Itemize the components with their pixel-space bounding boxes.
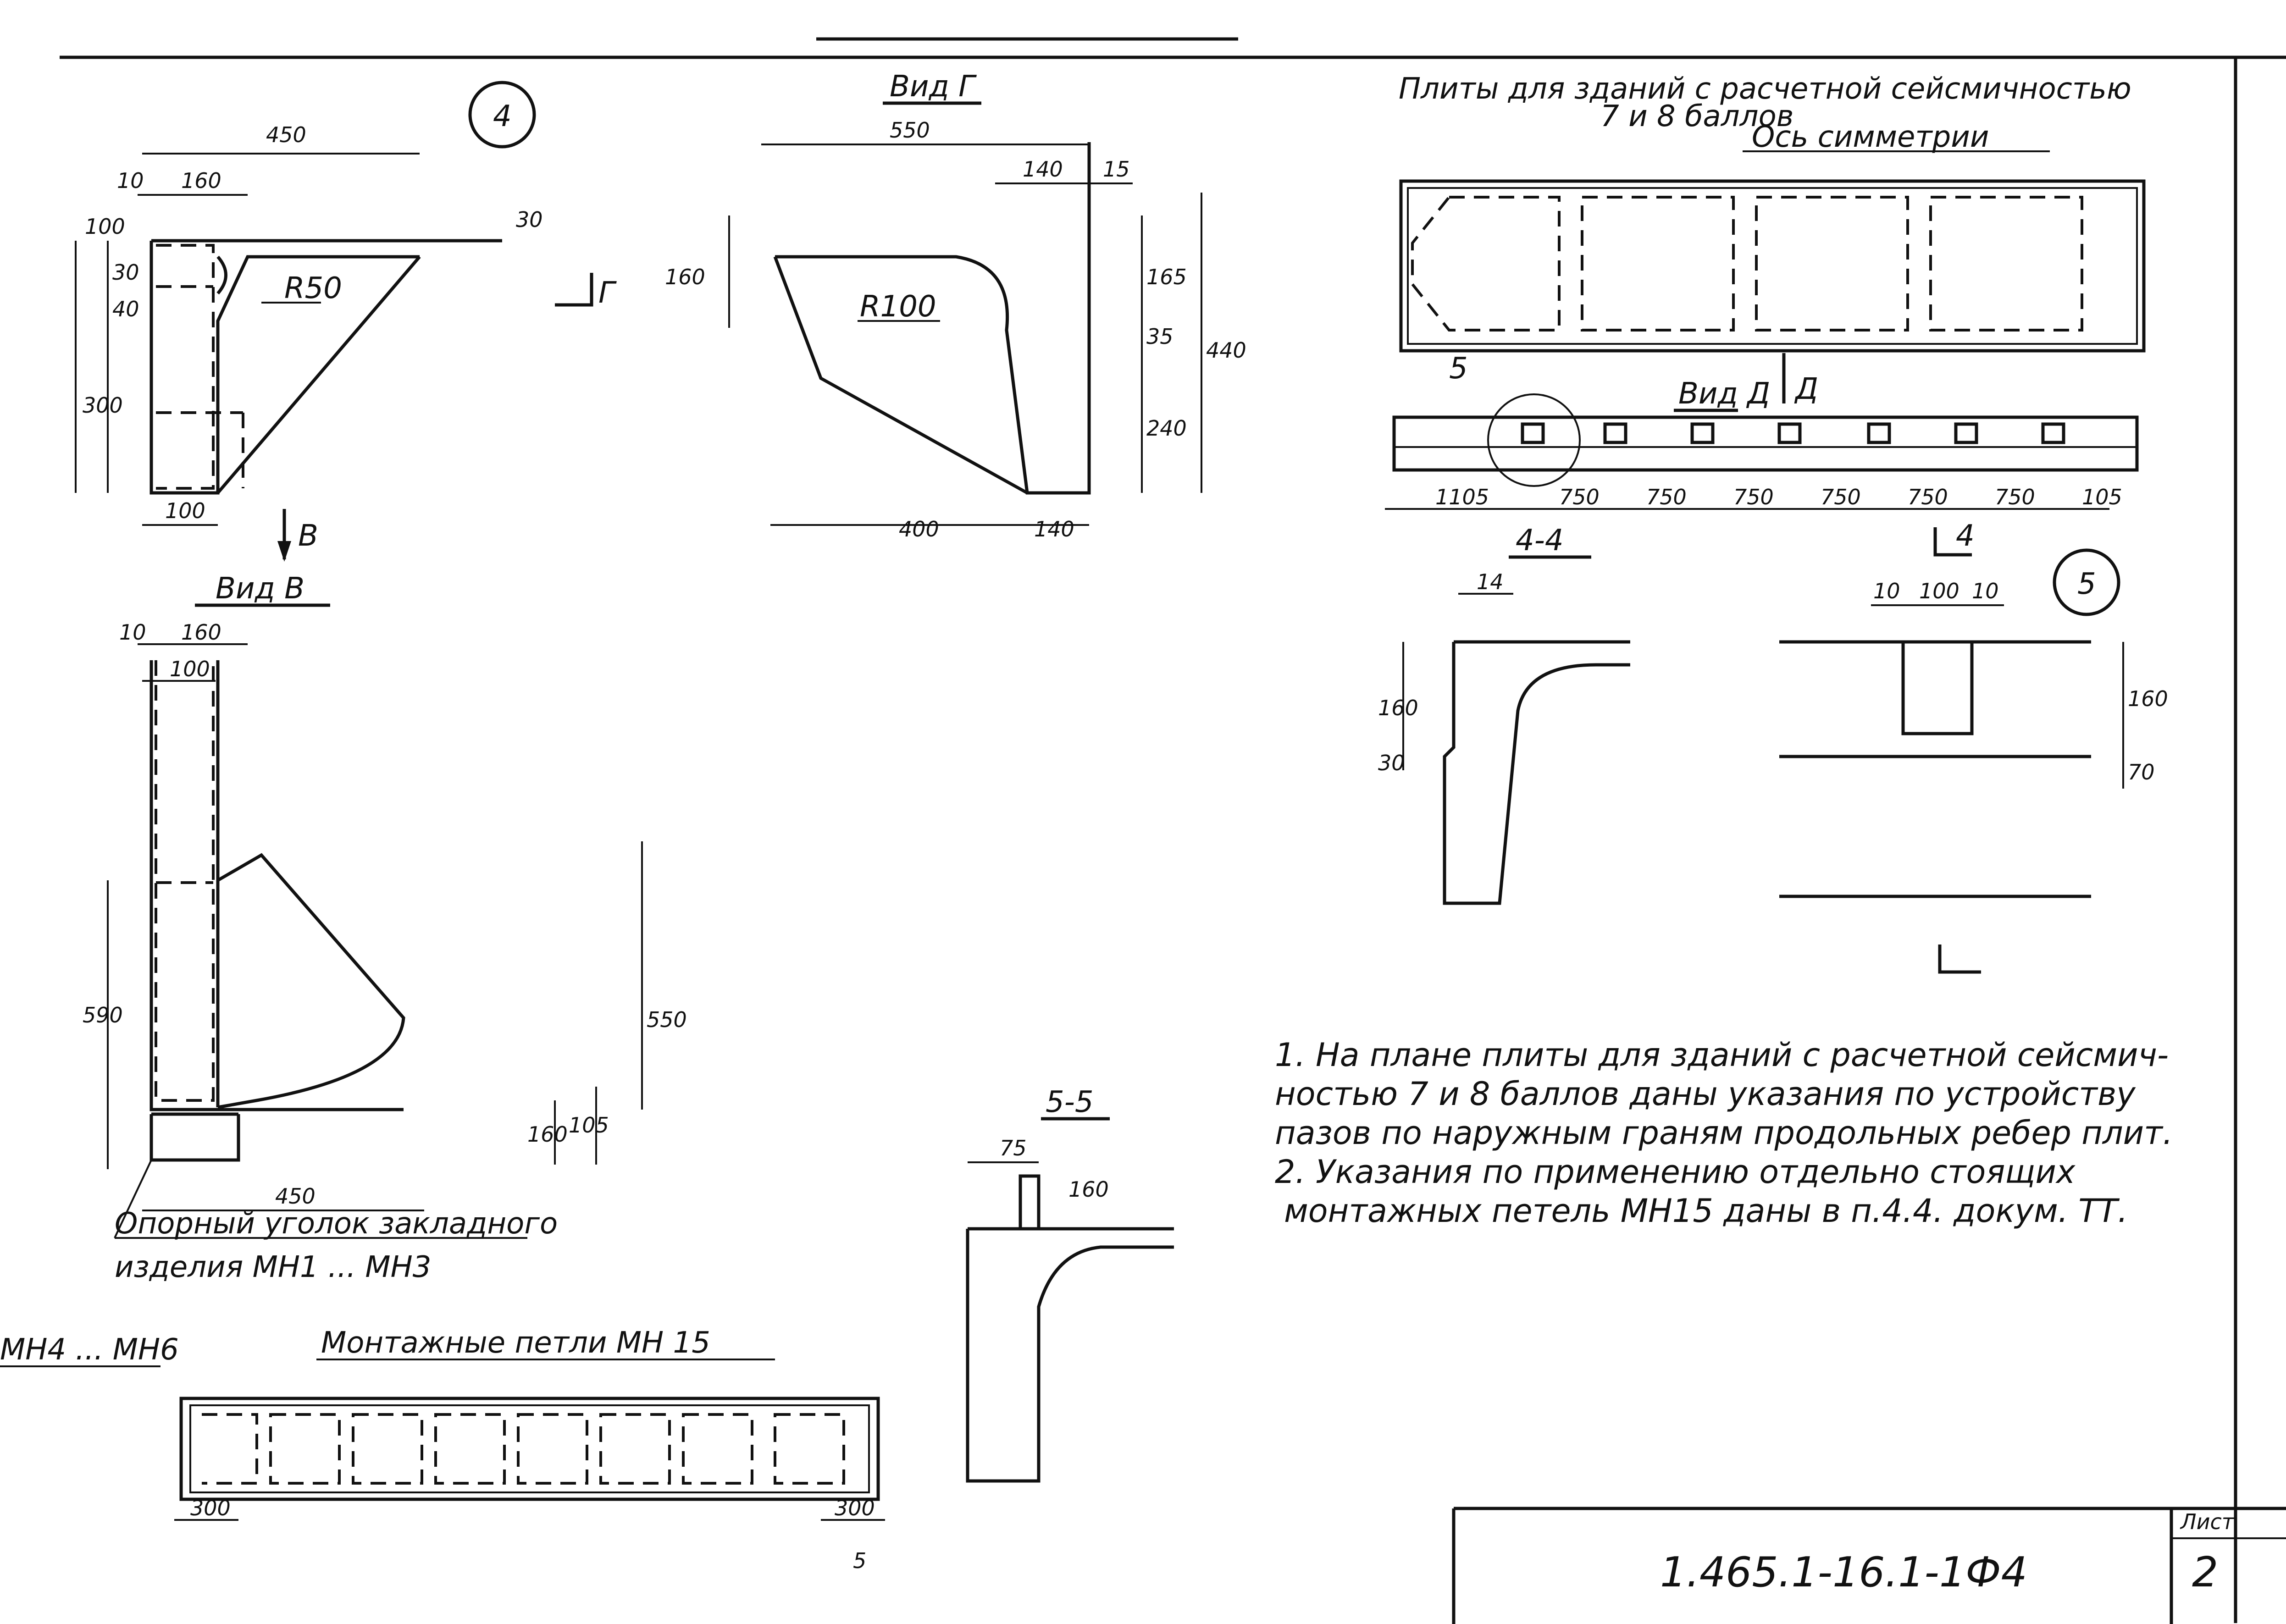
notes: 1. На плане плиты для зданий с расчетной… xyxy=(1275,1036,2173,1230)
dim: 590 xyxy=(83,1003,123,1027)
dim: 160 xyxy=(1068,1177,1109,1202)
dim: 750 xyxy=(1908,485,1948,509)
view-g: Вид Г 550 140 15 160 R100 165 35 240 440… xyxy=(665,70,1246,541)
dim: 750 xyxy=(1733,485,1774,509)
detail-5-number: 5 xyxy=(2077,567,2096,601)
note-1-line2: ностью 7 и 8 баллов даны указания по уст… xyxy=(1275,1075,2136,1113)
dim: 165 xyxy=(1146,265,1187,289)
dim: 75 xyxy=(1000,1136,1027,1160)
view-arrow-d: Д xyxy=(1794,372,1818,406)
dim: 300 xyxy=(190,1496,231,1520)
dim: 10 xyxy=(1873,579,1900,603)
dim: 10 xyxy=(117,168,144,193)
dim: 160 xyxy=(665,265,705,289)
plan-title-line2: 7 и 8 баллов xyxy=(1600,99,1793,133)
dim: 30 xyxy=(112,260,139,285)
support-angle-callout: Опорный уголок закладного xyxy=(115,1207,558,1241)
dim: 160 xyxy=(527,1122,568,1147)
dim: 440 xyxy=(1206,338,1246,363)
view-arrow-v: В xyxy=(298,519,318,553)
dim: 750 xyxy=(1821,485,1861,509)
dim: 300 xyxy=(83,393,123,418)
dim: 550 xyxy=(890,118,930,143)
plan-title-line3: Ось симметрии xyxy=(1752,120,1989,154)
dim: 1105 xyxy=(1435,485,1489,509)
dim: 750 xyxy=(1559,485,1600,509)
view-d-title: Вид Д xyxy=(1678,377,1770,411)
dim: 10 xyxy=(1972,579,1999,603)
dim: 550 xyxy=(647,1007,687,1032)
dim: 30 xyxy=(516,207,543,232)
section-4-4: 14 160 30 xyxy=(1378,569,1630,905)
dim: 70 xyxy=(2128,760,2155,784)
section-5-5-title: 5-5 xyxy=(1046,1085,1094,1119)
bottom-plate-plan: МН4 ... МН6 Монтажные петли МН 15 300 30… xyxy=(0,1326,885,1573)
dim: 15 xyxy=(1103,157,1130,182)
dim: 750 xyxy=(1646,485,1687,509)
detail-4-view: 4 450 10 160 30 100 30 40 300 R50 100 Г … xyxy=(75,81,617,562)
dim: 160 xyxy=(1378,696,1418,720)
mounting-loops-callout: Монтажные петли МН 15 xyxy=(321,1326,710,1360)
dim: 35 xyxy=(1146,324,1173,349)
left-ref-callout: МН4 ... МН6 xyxy=(0,1333,179,1367)
cut-4-mark: 4 xyxy=(1956,519,1975,553)
detail-4-number: 4 xyxy=(493,99,512,133)
dim: 14 xyxy=(1477,569,1504,594)
radius-label: R50 xyxy=(284,271,342,305)
dim: 300 xyxy=(835,1496,875,1520)
note-2-line1: 2. Указания по применению отдельно стоящ… xyxy=(1275,1153,2076,1191)
title-block: 1.465.1-16.1-1Ф4 Лист 2 xyxy=(1452,1507,2286,1624)
dim: 140 xyxy=(1034,517,1074,541)
sheet-frame xyxy=(60,37,2286,1623)
dim: 160 xyxy=(2128,686,2168,711)
dim: 750 xyxy=(1995,485,2035,509)
plan-title-line1: Плиты для зданий с расчетной сейсмичност… xyxy=(1399,72,2131,106)
dim: 5 xyxy=(853,1548,866,1573)
view-v: Вид В 10 160 100 590 550 160 105 450 Опо… xyxy=(83,572,687,1284)
dim: 160 xyxy=(181,168,221,193)
dim: 105 xyxy=(569,1113,609,1138)
view-g-title: Вид Г xyxy=(890,70,977,104)
dim: 140 xyxy=(1023,157,1063,182)
dim: 100 xyxy=(1919,579,1959,603)
dim: 30 xyxy=(1378,751,1405,775)
detail-4-marker xyxy=(468,81,536,149)
dim: 105 xyxy=(2082,485,2122,509)
detail-5: 5 10 100 10 160 70 xyxy=(1779,548,2168,974)
dim: 10 xyxy=(119,620,146,645)
sheet-label: Лист xyxy=(2180,1509,2235,1534)
section-4-4-title: 4-4 xyxy=(1516,524,1564,558)
dim: 100 xyxy=(85,214,125,239)
dim: 100 xyxy=(165,498,205,523)
dim: 160 xyxy=(181,620,221,645)
dim: 240 xyxy=(1146,416,1187,441)
section-5-5: 5-5 75 160 xyxy=(966,1085,1174,1483)
note-2-line2: монтажных петель МН15 даны в п.4.4. доку… xyxy=(1284,1192,2128,1230)
note-1-line3: пазов по наружным граням продольных ребе… xyxy=(1275,1114,2173,1152)
support-angle-callout-line2: изделия МН1 ... МН3 xyxy=(115,1250,431,1284)
dim: 400 xyxy=(899,517,939,541)
view-arrow-g: Г xyxy=(598,276,617,310)
detail-5-ref: 5 xyxy=(1449,352,1468,386)
slot-marks xyxy=(1521,422,2065,444)
seismic-plate-plan: Плиты для зданий с расчетной сейсмичност… xyxy=(1385,72,2146,559)
sheet-number: 2 xyxy=(2192,1548,2218,1596)
dim: 450 xyxy=(275,1184,316,1209)
note-1-line1: 1. На плане плиты для зданий с расчетной… xyxy=(1275,1036,2169,1074)
detail-5-marker xyxy=(2053,548,2120,616)
dim: 40 xyxy=(112,297,139,321)
radius-label: R100 xyxy=(860,290,936,324)
document-code: 1.465.1-16.1-1Ф4 xyxy=(1660,1548,2027,1596)
view-v-title: Вид В xyxy=(216,572,304,606)
dim: 450 xyxy=(266,122,306,147)
dim: 100 xyxy=(170,657,210,681)
